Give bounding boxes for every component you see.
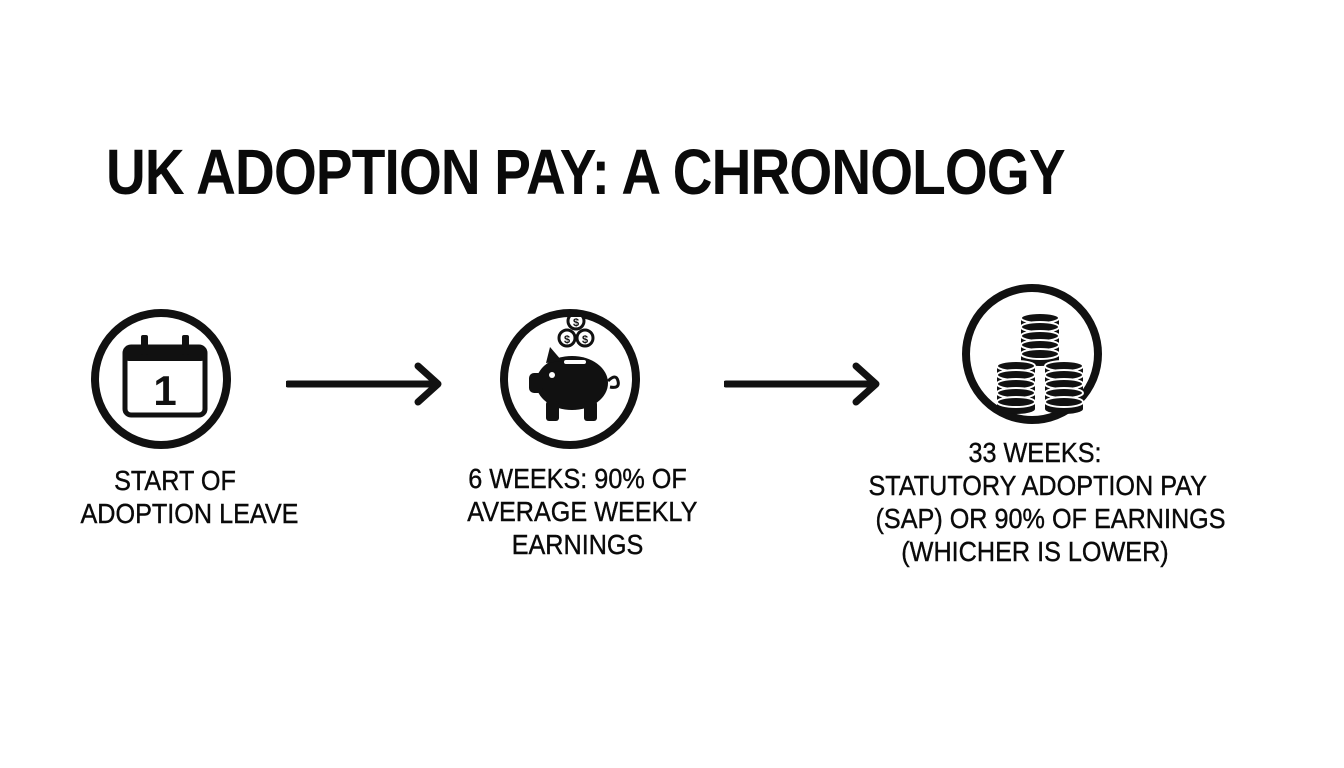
svg-text:$: $	[564, 334, 570, 346]
svg-text:$: $	[573, 317, 579, 329]
step-2-label-line: EARNINGS	[511, 529, 644, 560]
step-3-label-line: STATUTORY ADOPTION PAY	[868, 470, 1207, 501]
step-2-label-line: 6 WEEKS: 90% OF	[468, 463, 687, 494]
step-3-label-line: (WHICHER IS LOWER)	[901, 536, 1169, 567]
coin	[1044, 396, 1084, 414]
piggy-bank-icon: $ $ $	[529, 317, 620, 421]
diagram-title: UK ADOPTION PAY: A CHRONOLOGY	[106, 136, 1066, 208]
arrow-icon	[724, 362, 880, 406]
step-3-icon-circle	[962, 284, 1102, 424]
step-1-label: START OF ADOPTION LEAVE	[80, 464, 299, 530]
calendar-day-number: 1	[153, 367, 176, 414]
coins-icon: $ $ $	[557, 317, 595, 348]
calendar-icon: 1	[122, 335, 208, 418]
arrow-icon	[286, 362, 442, 406]
step-3-label-line: 33 WEEKS:	[968, 437, 1102, 468]
coin-stacks-icon	[996, 312, 1084, 414]
step-3-label-line: (SAP) OR 90% OF EARNINGS	[868, 503, 1226, 534]
coin	[996, 396, 1036, 414]
step-2-icon-circle: $ $ $	[500, 309, 640, 449]
step-2-label: 6 WEEKS: 90% OF AVERAGE WEEKLY EARNINGS	[467, 462, 698, 561]
step-3-label: 33 WEEKS: STATUTORY ADOPTION PAY (SAP) O…	[868, 436, 1226, 568]
step-1-icon-circle: 1	[91, 309, 231, 449]
step-1-label-line: START OF	[114, 465, 236, 496]
step-1-label-line: ADOPTION LEAVE	[80, 498, 299, 529]
svg-text:$: $	[582, 334, 588, 346]
step-2-label-line: AVERAGE WEEKLY	[467, 496, 698, 527]
